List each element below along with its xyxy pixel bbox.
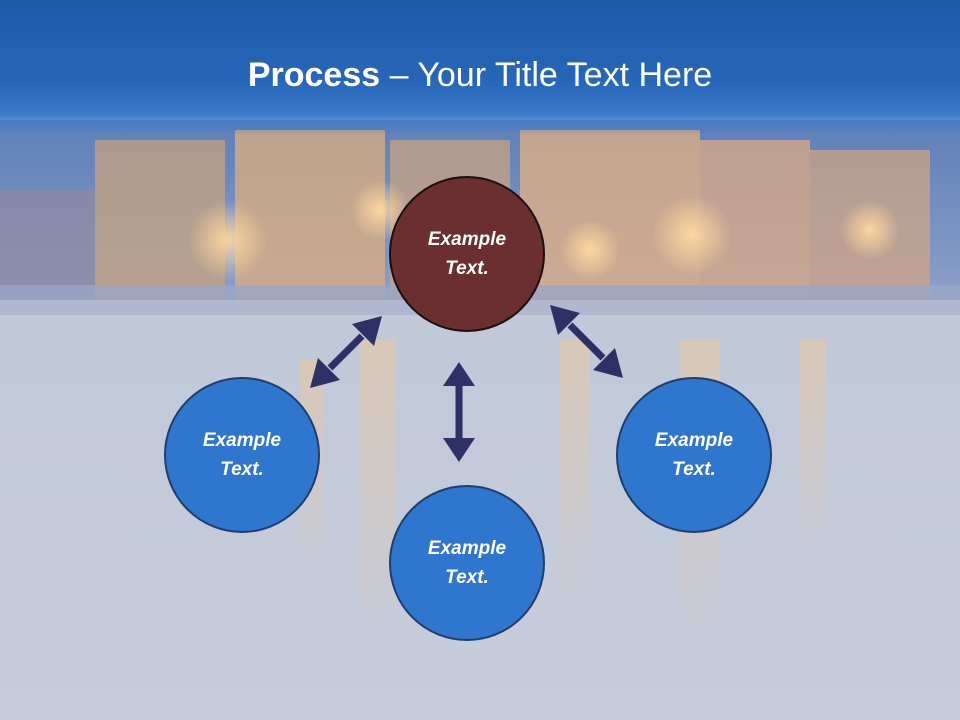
- title-rest: – Your Title Text Here: [380, 56, 713, 94]
- bottom-node: Example Text.: [389, 485, 545, 641]
- right-node: Example Text.: [616, 377, 772, 533]
- bottom-node-line2: Text.: [445, 567, 489, 588]
- center-node-line1: Example: [427, 229, 507, 250]
- arrow-top-left: [310, 316, 382, 388]
- title-bold: Process: [247, 56, 381, 94]
- center-node: Example Text.: [389, 176, 545, 332]
- left-node-line2: Text.: [220, 459, 264, 480]
- right-node-line1: Example: [654, 430, 734, 451]
- center-node-line2: Text.: [445, 258, 489, 279]
- left-node: Example Text.: [164, 377, 320, 533]
- title-bar: [0, 0, 960, 135]
- bottom-node-line1: Example: [427, 538, 507, 559]
- right-node-line2: Text.: [672, 459, 716, 480]
- arrow-top-right: [550, 305, 623, 378]
- slide-title: Process – Your Title Text Here: [0, 50, 960, 100]
- arrow-vertical: [443, 362, 475, 462]
- left-node-line1: Example: [202, 430, 282, 451]
